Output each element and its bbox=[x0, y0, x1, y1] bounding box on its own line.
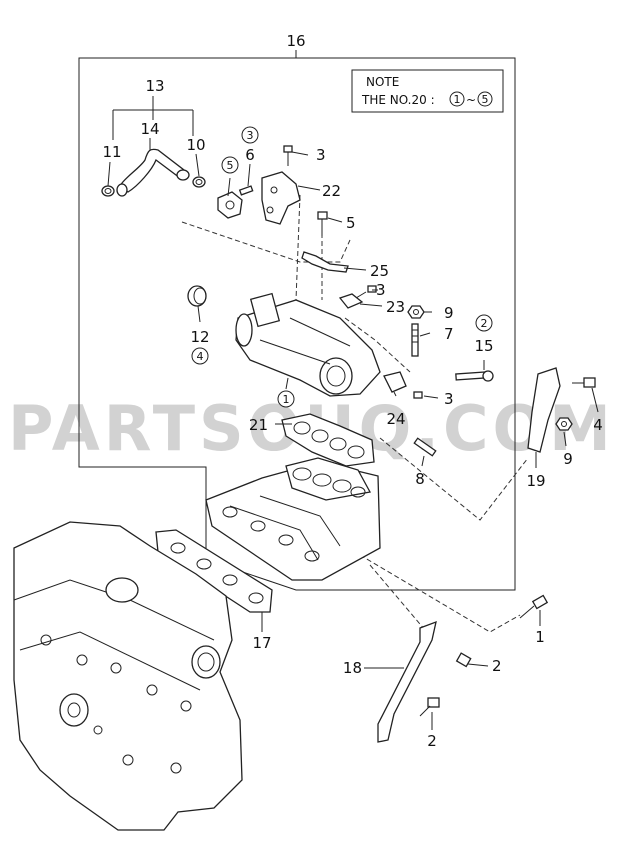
breather-hose bbox=[116, 148, 190, 197]
label-13: 13 bbox=[145, 77, 164, 95]
label-2-lower: 2 bbox=[427, 732, 437, 750]
stud-8 bbox=[413, 437, 437, 457]
bolt-3-mid bbox=[355, 285, 377, 299]
label-10: 10 bbox=[186, 136, 205, 154]
note-title: NOTE bbox=[366, 75, 399, 89]
label-7: 7 bbox=[444, 325, 454, 343]
circled-labels: 3 5 4 2 1 bbox=[191, 126, 493, 408]
note-range-start: 1 bbox=[454, 93, 461, 106]
label-3-mid: 3 bbox=[376, 281, 386, 299]
hose-clamp-10 bbox=[192, 176, 206, 188]
nut-9-upper bbox=[407, 305, 425, 319]
note-range-end: 5 bbox=[482, 93, 489, 106]
stud-7 bbox=[411, 323, 419, 357]
label-19: 19 bbox=[526, 472, 545, 490]
bolt-2-upper bbox=[455, 652, 472, 668]
label-22: 22 bbox=[322, 182, 341, 200]
circled-4: 4 bbox=[197, 350, 204, 363]
label-15: 15 bbox=[474, 337, 493, 355]
label-6: 6 bbox=[245, 146, 255, 164]
label-9-upper: 9 bbox=[444, 304, 454, 322]
label-17: 17 bbox=[252, 634, 271, 652]
bolt-3-low bbox=[413, 391, 423, 399]
label-3-low: 3 bbox=[444, 390, 454, 408]
label-21: 21 bbox=[249, 416, 268, 434]
note-line: THE NO.20 : bbox=[361, 93, 435, 107]
hose-clamp-11 bbox=[101, 185, 115, 197]
label-1: 1 bbox=[535, 628, 545, 646]
label-5: 5 bbox=[346, 214, 356, 232]
bracket-24 bbox=[383, 371, 407, 393]
note-range-sep: ~ bbox=[466, 93, 476, 107]
label-12: 12 bbox=[190, 328, 209, 346]
bolt-5 bbox=[317, 211, 328, 236]
bracket-19 bbox=[527, 367, 561, 453]
intake-surge-tank bbox=[235, 292, 381, 397]
label-4: 4 bbox=[593, 416, 603, 434]
plug-cap-12 bbox=[187, 285, 207, 307]
circled-1: 1 bbox=[283, 393, 290, 406]
label-25: 25 bbox=[370, 262, 389, 280]
circled-3: 3 bbox=[247, 129, 254, 142]
gasket-21 bbox=[281, 413, 375, 467]
bolt-3-top bbox=[283, 145, 293, 166]
stay-bracket-18 bbox=[377, 620, 437, 743]
label-9-lower: 9 bbox=[563, 450, 573, 468]
bracket-25 bbox=[301, 251, 349, 273]
label-24: 24 bbox=[386, 410, 405, 428]
leader-lines bbox=[107, 96, 599, 730]
nut-9-lower bbox=[555, 417, 573, 431]
intake-manifold bbox=[205, 457, 381, 581]
bracket-23 bbox=[338, 293, 364, 309]
label-18: 18 bbox=[343, 659, 362, 677]
engine-block bbox=[13, 521, 243, 831]
label-23: 23 bbox=[386, 298, 405, 316]
circled-2: 2 bbox=[481, 317, 488, 330]
note-box: NOTE THE NO.20 : 1 ~ 5 bbox=[351, 69, 504, 113]
label-2-upper: 2 bbox=[492, 657, 502, 675]
label-3-top: 3 bbox=[316, 146, 326, 164]
bolt-4 bbox=[572, 377, 596, 388]
label-8: 8 bbox=[415, 470, 425, 488]
pcv-fitting bbox=[217, 185, 254, 219]
bracket-22 bbox=[261, 171, 301, 225]
label-11: 11 bbox=[102, 143, 121, 161]
label-14: 14 bbox=[140, 120, 159, 138]
bolt-1 bbox=[519, 594, 549, 619]
label-16: 16 bbox=[286, 32, 305, 50]
sensor-15 bbox=[455, 370, 494, 382]
bolt-2-lower bbox=[419, 697, 440, 717]
circled-5: 5 bbox=[227, 159, 234, 172]
callout-labels: 16 13 14 11 10 6 3 22 5 25 3 23 9 7 15 1… bbox=[102, 32, 602, 750]
